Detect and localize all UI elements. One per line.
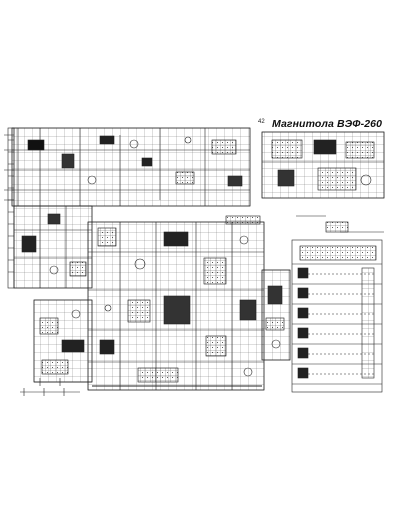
left-connector <box>7 127 15 289</box>
bottom-components <box>20 215 384 396</box>
page-number: 42 <box>258 119 265 125</box>
main-board-block <box>87 221 265 391</box>
page-title: Магнитола ВЭФ-260 <box>272 118 383 130</box>
playback-block <box>261 269 291 361</box>
deck-inset <box>261 131 385 199</box>
power-block <box>33 299 93 386</box>
radio-block <box>4 127 251 207</box>
function-switch-block <box>291 239 383 393</box>
if-block <box>13 205 93 289</box>
